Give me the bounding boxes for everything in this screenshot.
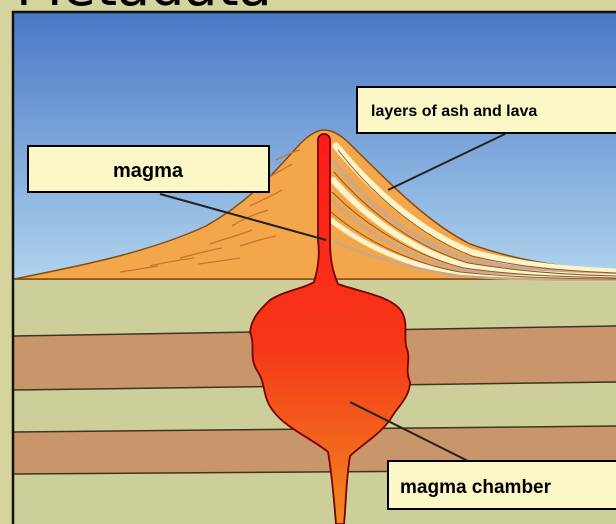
magma-label: magma bbox=[113, 160, 184, 182]
ash-lava-label: layers of ash and lava bbox=[371, 103, 537, 120]
chamber-label: magma chamber bbox=[400, 477, 552, 498]
magma-callout: magma bbox=[28, 146, 269, 192]
ash-lava-callout: layers of ash and lava bbox=[357, 87, 616, 133]
chamber-callout: magma chamber bbox=[388, 461, 616, 509]
